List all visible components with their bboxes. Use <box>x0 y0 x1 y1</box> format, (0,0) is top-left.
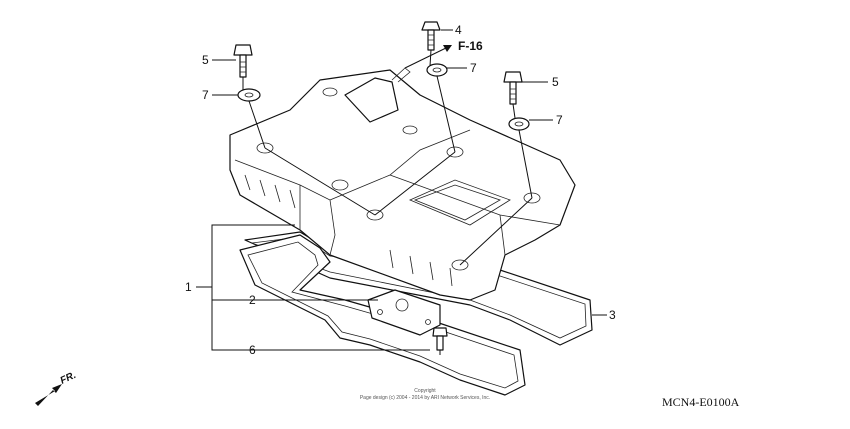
callout-7-mid: 7 <box>470 61 477 75</box>
callout-1: 1 <box>185 280 192 294</box>
callout-4: 4 <box>455 23 462 37</box>
grommet-part-7-mid <box>426 63 448 77</box>
grommet-part-7-right <box>508 117 530 131</box>
breather-plate <box>367 289 441 336</box>
reference-label: F-16 <box>458 39 483 53</box>
callout-leaders <box>196 29 607 351</box>
copyright-line-1: Copyright <box>414 388 436 394</box>
cylinder-head-cover <box>229 67 576 301</box>
callout-5-right: 5 <box>552 75 559 89</box>
guide-lines <box>242 49 533 355</box>
callout-2: 2 <box>249 293 256 307</box>
callout-3: 3 <box>609 308 616 322</box>
diagram-code: MCN4-E0100A <box>662 395 740 409</box>
callout-5-left: 5 <box>202 53 209 67</box>
bolt-part-5-left <box>233 44 253 78</box>
callout-6: 6 <box>249 343 256 357</box>
callout-7-left: 7 <box>202 88 209 102</box>
bolt-part-4 <box>421 21 441 51</box>
front-direction-arrow-icon <box>35 384 62 406</box>
front-label: FR. <box>59 370 78 387</box>
copyright-line-2: Page design (c) 2004 - 2014 by ARI Netwo… <box>360 395 490 401</box>
bolt-part-6 <box>432 327 448 351</box>
reference-arrow <box>404 45 452 69</box>
grommet-part-7-left <box>237 88 261 102</box>
callout-7-right: 7 <box>556 113 563 127</box>
bolt-part-5-right <box>503 71 523 105</box>
